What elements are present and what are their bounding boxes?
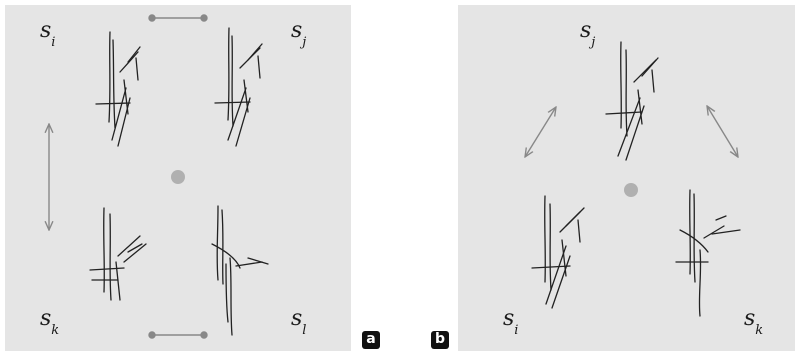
sketch-a-l [211,205,269,336]
label-s-k-b: sk [744,306,764,339]
connector-top [148,14,208,22]
center-dot-a [171,170,185,184]
center-dot-b [624,183,638,197]
double-arrow-left [525,107,556,157]
sketch-a-k [89,207,147,301]
sketch-b-i [531,195,585,309]
label-s-k-a: sk [40,306,60,339]
label-s-l-a: sl [291,306,307,339]
double-arrow-right [707,106,738,157]
sketch-a-i [95,31,141,147]
label-s-j-b: sj [580,18,596,51]
label-s-i-b: si [503,306,519,339]
sketch-a-j [214,27,263,147]
sketch-b-k [675,189,741,317]
sketch-b-j [605,41,659,161]
label-s-j-a: sj [291,18,307,51]
connector-bottom [148,331,208,339]
panel-tag-a: a [362,331,380,349]
panel-tag-b: b [431,331,449,349]
label-s-i-a: si [40,18,56,51]
